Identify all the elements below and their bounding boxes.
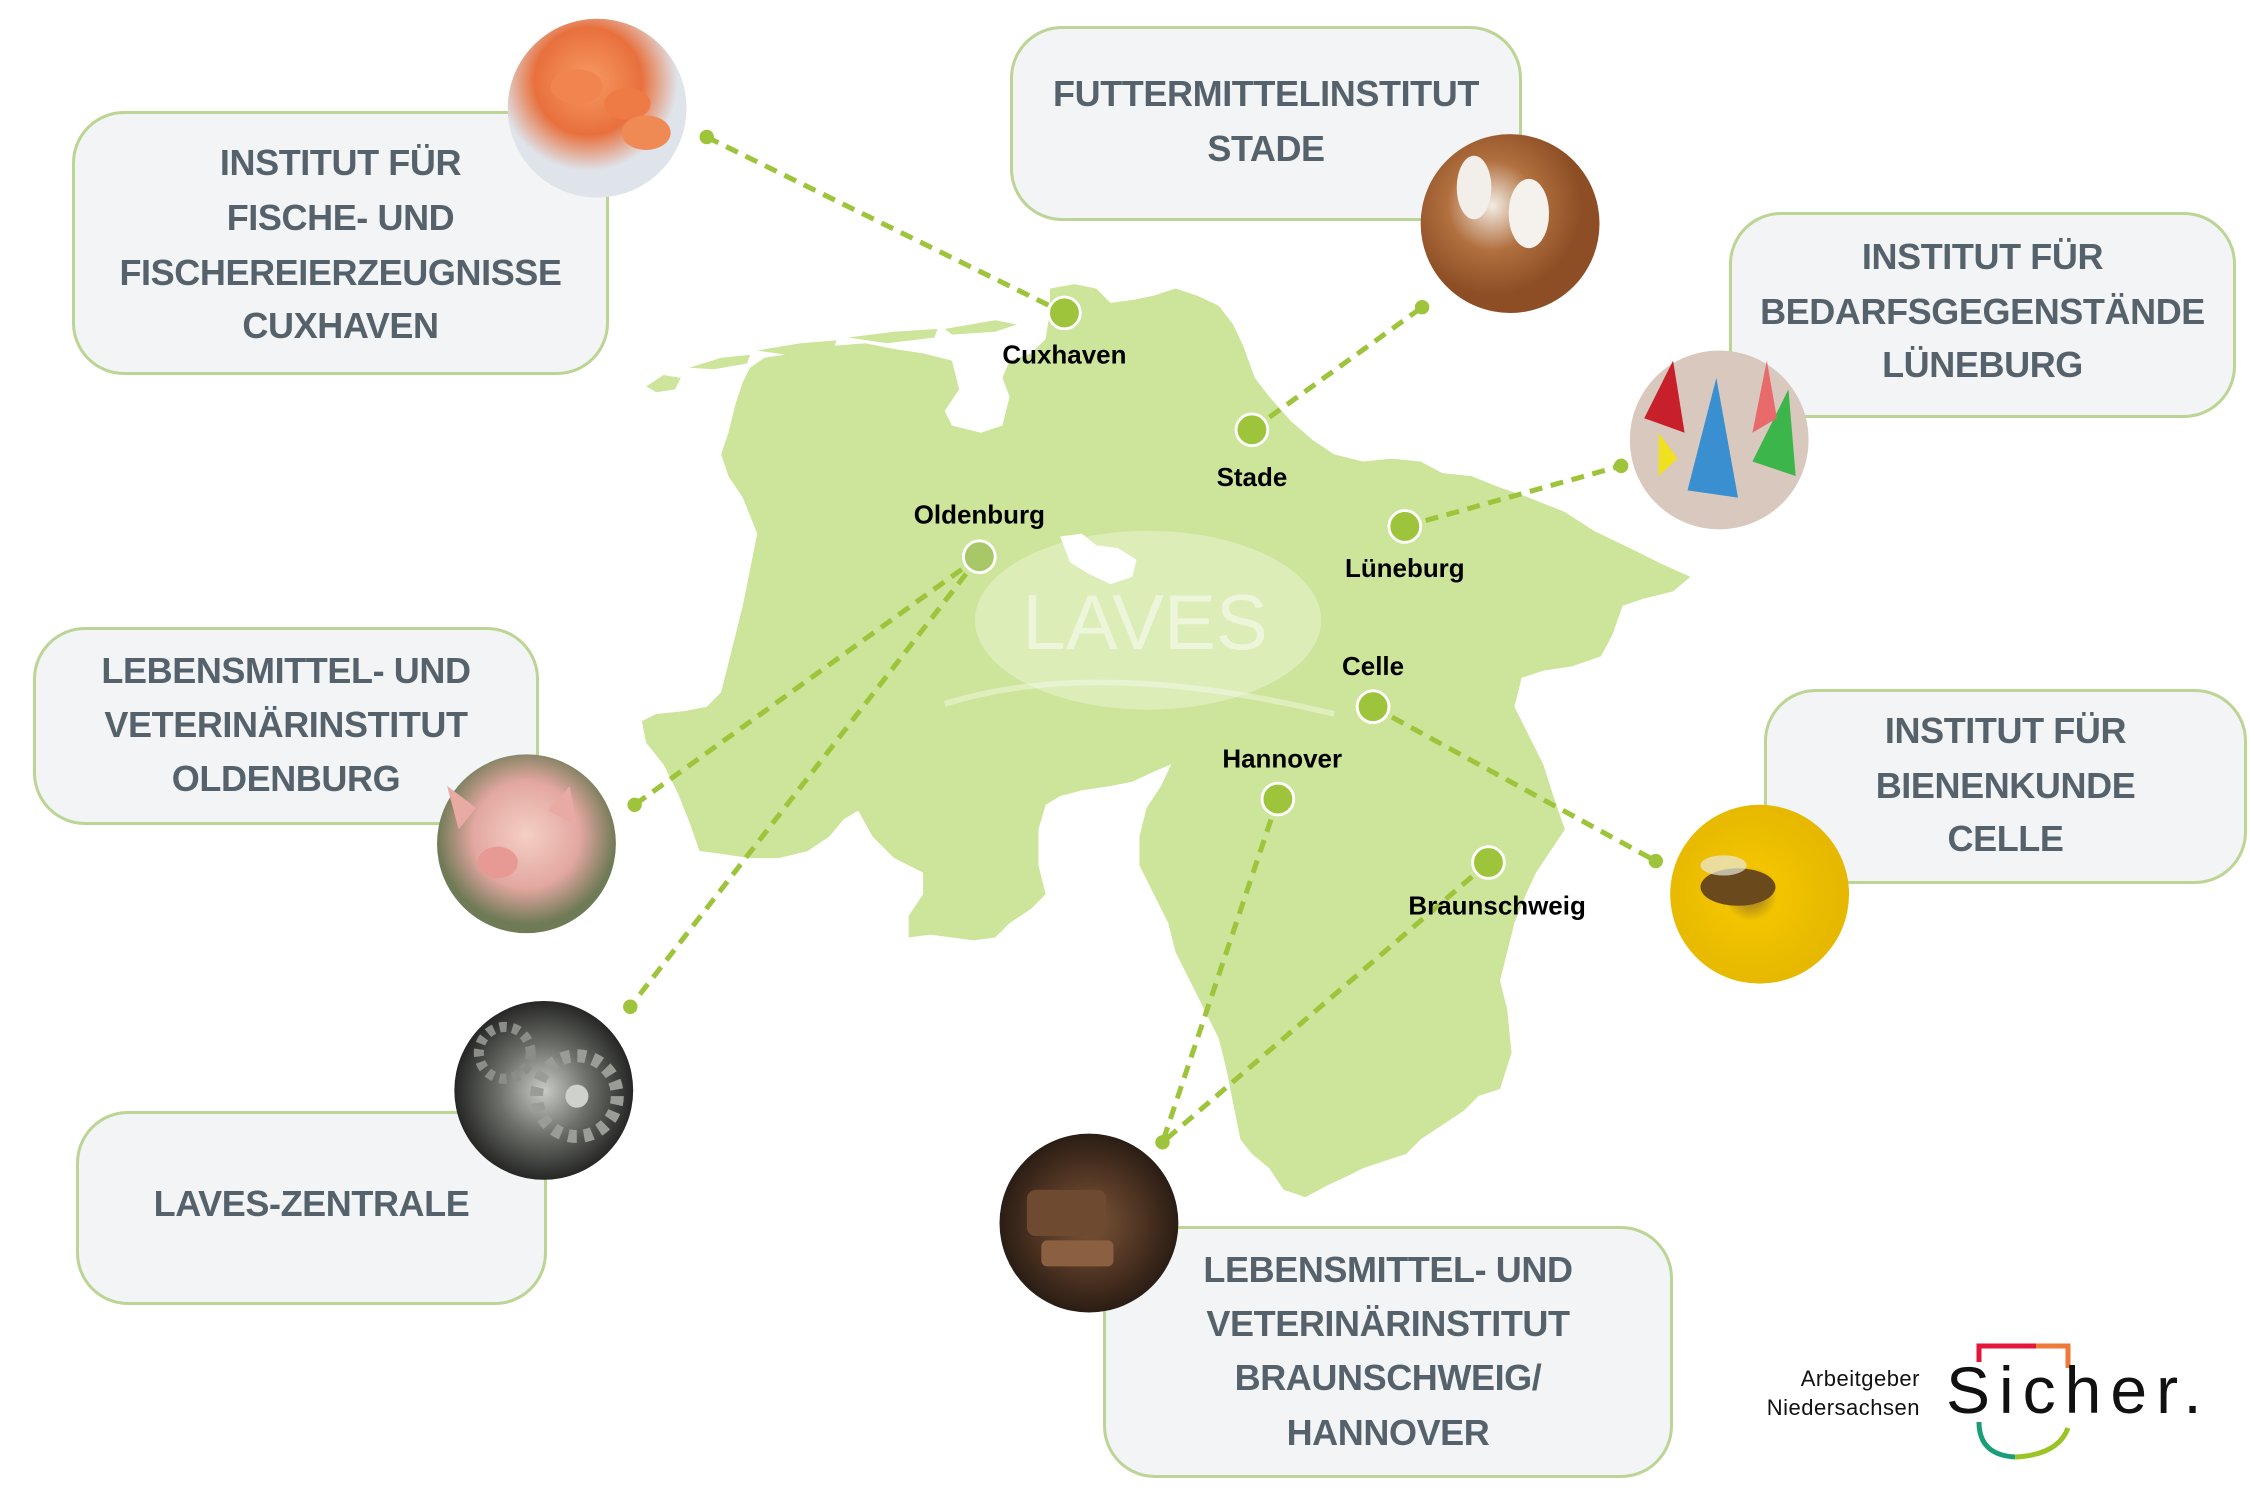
institute-label: LEBENSMITTEL- UND [101,650,471,691]
institute-label: CUXHAVEN [242,305,439,346]
connector-oldenburg [633,554,981,807]
institute-label: INSTITUT FÜR [1861,236,2104,277]
institute-label: BRAUNSCHWEIG/ [1234,1357,1542,1398]
connector-braunschweig [1160,860,1491,1145]
institute-label: VETERINÄRINSTITUT [104,704,468,745]
connector-hannover [1160,798,1281,1144]
institute-label: CELLE [1947,818,2064,859]
city-label-stade: Stade [1217,462,1288,492]
bee-photo [1670,804,1850,984]
institute-box-celle: INSTITUT FÜR BIENENKUNDE CELLE [1764,689,2247,884]
city-label-hannover: Hannover [1222,743,1342,773]
employer-logo-text: Arbeitgeber Niedersachsen [1730,1364,1920,1422]
laves-watermark: LAVES [943,530,1335,717]
bremen-area [1060,533,1137,585]
institute-box-cuxhaven: INSTITUT FÜR FISCHE- UND FISCHEREIERZEUG… [72,111,609,375]
city-dot-lueneburg[interactable] [1387,509,1423,544]
pig-photo [437,754,616,934]
institute-label: INSTITUT FÜR [1884,710,2127,751]
institute-label: HANNOVER [1286,1412,1490,1453]
city-label-cuxhaven: Cuxhaven [1002,339,1126,369]
institute-box-stade: FUTTERMITTELINSTITUT STADE [1010,26,1522,221]
institute-label: BIENENKUNDE [1875,765,2136,806]
city-dot-stade[interactable] [1234,412,1270,448]
institute-label: LEBENSMITTEL- UND [1203,1249,1573,1290]
connector-endpoints [623,129,1663,1150]
map-islands [646,320,1017,393]
city-dot-celle[interactable] [1355,689,1391,725]
institute-label: LAVES-ZENTRALE [153,1183,470,1224]
institute-label: OLDENBURG [171,758,401,799]
sicher-wordmark: Sicher. [1946,1353,2211,1427]
institute-label: FISCHE- UND [226,197,455,238]
institute-label: FUTTERMITTELINSTITUT [1053,73,1479,114]
connector-cuxhaven [705,134,1066,316]
institute-box-zentrale: LAVES-ZENTRALE [76,1111,547,1305]
city-label-braunschweig: Braunschweig [1408,890,1585,920]
city-dot-cuxhaven[interactable] [1047,295,1082,331]
bread-photo [999,1133,1179,1313]
logo-line2: Niedersachsen [1766,1395,1920,1420]
institute-label: VETERINÄRINSTITUT [1206,1303,1570,1344]
city-label-celle: Celle [1342,651,1404,681]
lower-saxony-map [641,284,1691,1198]
connector-stade [1250,305,1424,432]
institute-label: LÜNEBURG [1882,344,2083,385]
logo-line1: Arbeitgeber [1800,1366,1920,1391]
institute-label: BEDARFSGEGENSTÄNDE [1760,291,2205,332]
connector-celle [1371,704,1657,864]
institute-label: INSTITUT FÜR [219,142,462,183]
institute-label: FISCHEREIERZEUGNISSE [119,252,562,293]
shrimp-photo [507,18,687,198]
city-label-lueneburg: Lüneburg [1345,553,1465,583]
connector-lines [628,134,1657,1145]
city-dot-braunschweig[interactable] [1471,845,1506,880]
connector-lueneburg [1404,463,1622,529]
connector-zentrale [628,555,982,1009]
institute-label: STADE [1207,128,1325,169]
pencils-photo [1629,350,1809,530]
institute-box-lueneburg: INSTITUT FÜR BEDARFSGEGENSTÄNDE LÜNEBURG [1729,212,2236,418]
city-dot-hannover[interactable] [1260,781,1296,817]
city-dot-oldenburg[interactable] [962,539,997,575]
city-label-oldenburg: Oldenburg [914,500,1045,530]
watermark-text: LAVES [1023,578,1268,666]
institute-box-braunschweig: LEBENSMITTEL- UND VETERINÄRINSTITUT BRAU… [1103,1226,1673,1478]
gears-photo [454,1000,634,1180]
sicher-shield-icon [1976,1343,2071,1460]
cows-photo [1420,134,1600,313]
